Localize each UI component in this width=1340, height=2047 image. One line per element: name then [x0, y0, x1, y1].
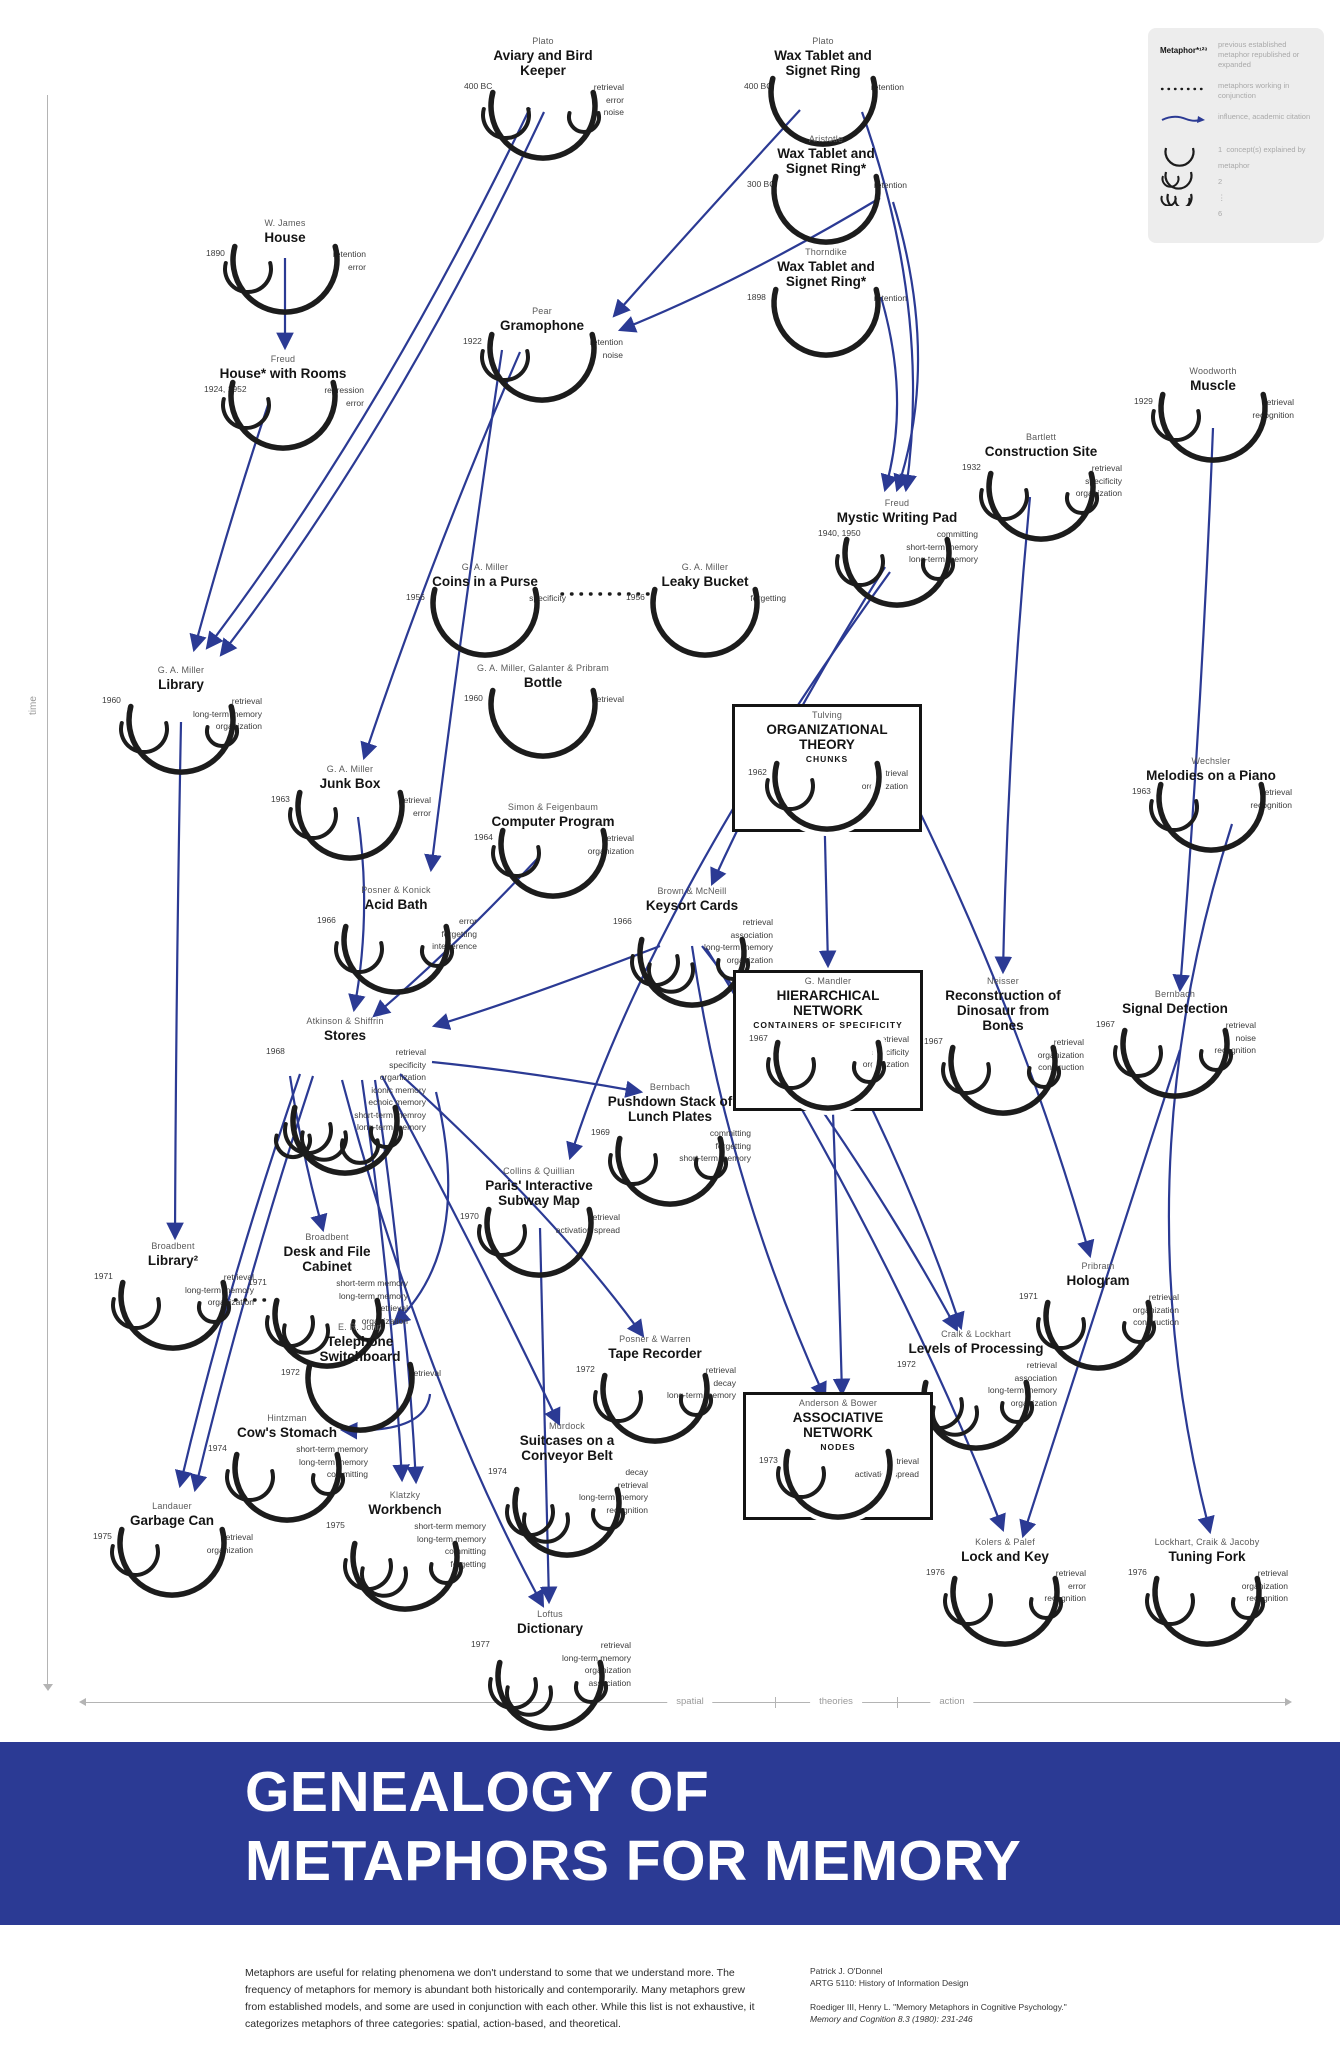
influence-edge	[348, 816, 366, 1013]
legend-desc-conjunction: metaphors working in conjunction	[1218, 81, 1290, 100]
influence-edge	[859, 1083, 965, 1331]
influence-edge	[339, 1393, 432, 1440]
influence-edge	[166, 721, 184, 1241]
legend-count-ellipsis: ⋮	[1218, 193, 1226, 202]
legend-row-influence: influence, academic citation	[1160, 112, 1314, 131]
poster-title-line1: GENEALOGY OF	[245, 1760, 710, 1824]
legend-box: Metaphor*¹²³ previous established metaph…	[1148, 28, 1324, 243]
influence-edge	[566, 571, 891, 1161]
influence-edge	[860, 111, 917, 493]
axis-label-action: action	[930, 1696, 974, 1707]
theories-right-tick	[897, 1697, 898, 1708]
influence-edge	[891, 201, 920, 493]
influence-edge	[690, 945, 827, 1401]
footer-credits: Patrick J. O'Donnel ARTG 5110: History o…	[810, 1965, 1067, 2037]
credit-course: ARTG 5110: History of Information Design	[810, 1978, 969, 1988]
legend-desc-influence: influence, academic citation	[1218, 112, 1311, 121]
influence-edge	[205, 107, 531, 650]
influence-edge	[431, 1060, 644, 1098]
poster-title-line2: METAPHORS FOR MEMORY	[245, 1829, 1022, 1893]
influence-edge	[399, 1073, 645, 1338]
influence-arrow-icon	[1160, 112, 1218, 131]
influence-edge	[190, 1075, 315, 1493]
poster-title: GENEALOGY OF METAPHORS FOR MEMORY	[245, 1758, 1021, 1896]
title-banner: GENEALOGY OF METAPHORS FOR MEMORY	[0, 1742, 1340, 1925]
dotted-line-icon	[1160, 81, 1218, 99]
influence-edge	[830, 1086, 851, 1397]
influence-edge	[424, 349, 504, 873]
legend-count-1: 1	[1218, 145, 1223, 154]
influence-edge	[538, 1227, 558, 1605]
influence-edge	[174, 1073, 302, 1489]
legend-count-2: 2	[1218, 177, 1223, 186]
legend-desc-concepts: concept(s) explained by metaphor	[1218, 145, 1306, 170]
legend-count-6: 6	[1218, 209, 1223, 218]
influence-edge	[818, 796, 837, 969]
footer-paragraph: Metaphors are useful for relating phenom…	[245, 1967, 755, 2030]
influence-edge	[994, 496, 1032, 975]
influence-edge	[899, 771, 1095, 1259]
influence-edge	[189, 404, 270, 653]
theories-left-tick	[775, 1697, 776, 1708]
legend-metaphor-label: Metaphor*¹²³	[1160, 46, 1208, 55]
time-axis-line	[47, 95, 48, 1685]
influence-edge	[1019, 1049, 1182, 1539]
axis-label-spatial: spatial	[667, 1696, 713, 1707]
reference-title: Roediger III, Henry L. "Memory Metaphors…	[810, 2002, 1067, 2012]
influence-edge	[705, 947, 1006, 1533]
influence-edge	[360, 351, 522, 761]
credit-author: Patrick J. O'Donnel	[810, 1966, 883, 1976]
influence-edge	[372, 857, 539, 1018]
category-axis-left-arrow-icon	[79, 1698, 86, 1706]
influence-edge	[431, 944, 661, 1030]
legend-row-republished: Metaphor*¹²³ previous established metaph…	[1160, 40, 1314, 70]
influence-edge	[612, 109, 801, 318]
axis-label-theories: theories	[810, 1696, 862, 1707]
influence-edge	[360, 1079, 410, 1483]
influence-edge	[1172, 427, 1215, 993]
category-axis-right-arrow-icon	[1285, 1698, 1292, 1706]
influence-edge	[381, 1075, 561, 1426]
legend-row-conjunction: metaphors working in conjunction	[1160, 81, 1314, 101]
influence-edge	[879, 296, 899, 493]
footer: Metaphors are useful for relating phenom…	[0, 1925, 1340, 2047]
concept-arcs-icon	[1160, 142, 1218, 211]
influence-edge	[1167, 823, 1234, 1535]
legend-desc-republished: previous established metaphor republishe…	[1218, 40, 1300, 69]
time-axis-arrow-icon	[43, 1684, 53, 1691]
influence-edge	[392, 1091, 450, 1326]
reference-journal: Memory and Cognition 8.3 (1980): 231-246	[810, 2014, 973, 2024]
influence-edge	[219, 111, 545, 657]
legend-row-concepts: 1 concept(s) explained by metaphor 2 ⋮ 6	[1160, 142, 1314, 222]
